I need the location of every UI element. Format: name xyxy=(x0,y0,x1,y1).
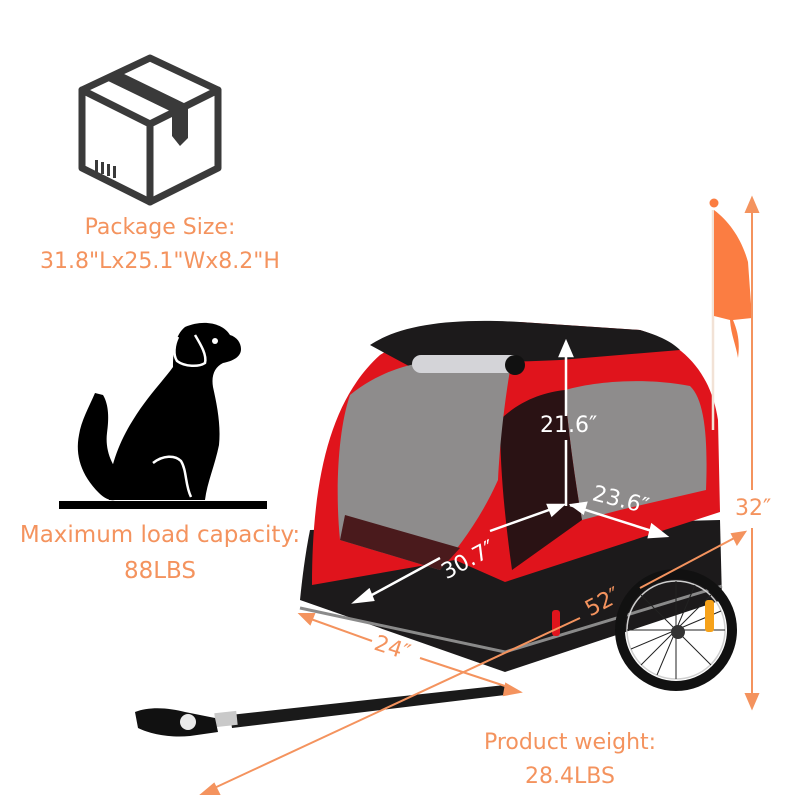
wheel xyxy=(615,569,737,691)
load-capacity-value: 88LBS xyxy=(123,558,197,584)
safety-flag xyxy=(709,198,752,430)
overall-height-label: 32″ xyxy=(735,496,772,521)
package-box-icon xyxy=(70,50,230,210)
tow-bar xyxy=(135,685,505,737)
load-capacity-title: Maximum load capacity: xyxy=(19,522,301,548)
package-size-value: 31.8"Lx25.1"Wx8.2"H xyxy=(40,249,280,274)
package-size-title: Package Size: xyxy=(84,215,236,240)
dog-icon xyxy=(55,315,270,515)
interior-height-label: 21.6″ xyxy=(540,413,598,438)
product-weight-value: 28.4LBS xyxy=(525,764,615,789)
product-weight-title: Product weight: xyxy=(483,730,657,755)
